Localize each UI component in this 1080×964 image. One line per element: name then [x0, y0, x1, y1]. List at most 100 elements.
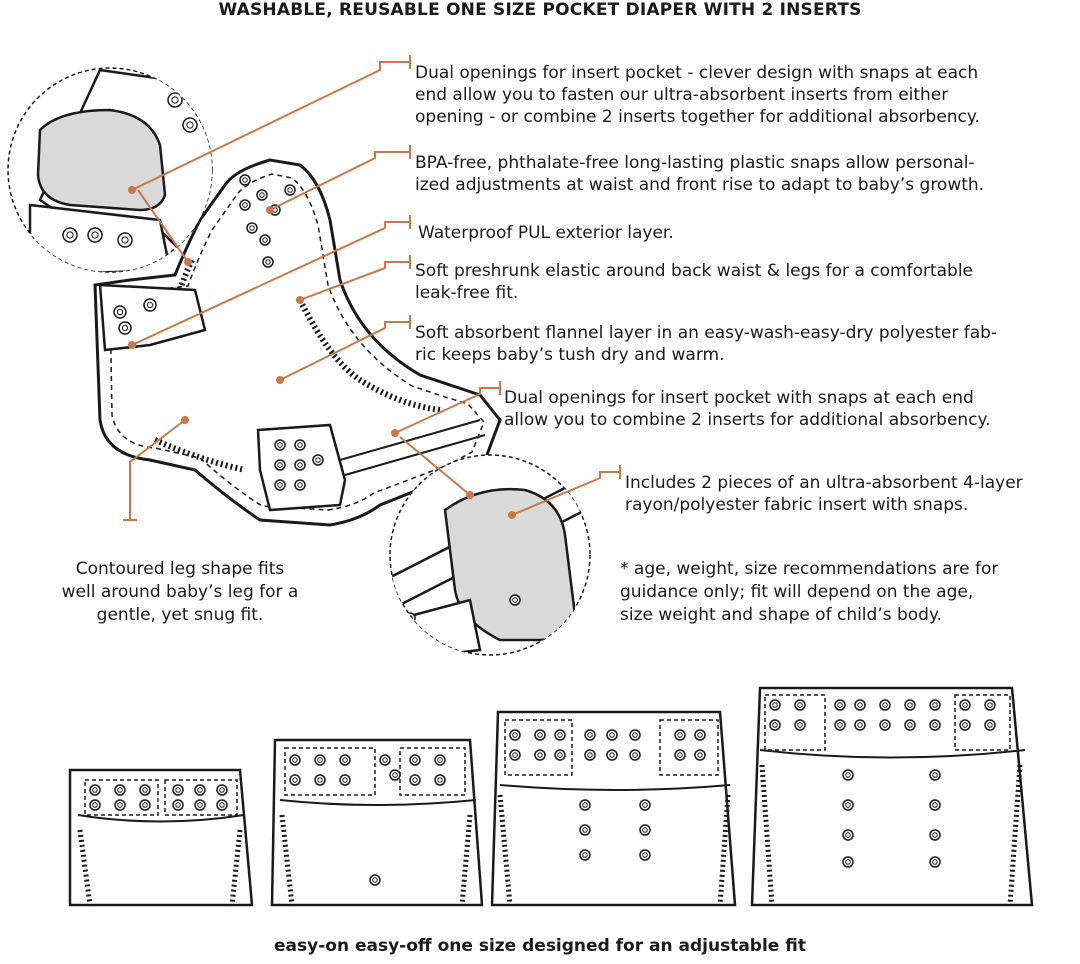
snap-button — [239, 199, 251, 211]
snap-button — [509, 594, 521, 606]
snap-button — [959, 699, 971, 711]
snap-button-center — [317, 777, 323, 783]
snap-button-center — [297, 442, 303, 448]
snap-button — [639, 824, 651, 836]
snap-button-center — [632, 752, 638, 758]
snap-button — [929, 699, 941, 711]
snap-button — [854, 719, 866, 731]
snap-button — [289, 754, 301, 766]
snap-button-center — [392, 772, 398, 778]
snap-button — [379, 754, 391, 766]
snap-button-center — [642, 852, 648, 858]
snap-button — [584, 729, 596, 741]
snap-button-center — [372, 877, 378, 883]
snap-button — [842, 799, 854, 811]
snap-button-center — [632, 732, 638, 738]
snap-button — [239, 174, 251, 186]
snap-button-center — [91, 231, 99, 239]
snap-button — [246, 222, 258, 234]
snap-button — [114, 799, 126, 811]
snap-button-center — [277, 442, 283, 448]
snap-button — [89, 784, 101, 796]
snap-button — [842, 769, 854, 781]
snap-button-center — [697, 752, 703, 758]
size-diaper-3 — [490, 710, 737, 907]
snap-button — [879, 719, 891, 731]
snap-button — [339, 774, 351, 786]
snap-button-center — [837, 722, 843, 728]
callout-snaps: BPA-free, phthalate-free long-lasting pl… — [415, 153, 985, 195]
snap-button-center — [772, 722, 778, 728]
snap-button — [842, 856, 854, 868]
snap-button — [694, 729, 706, 741]
snap-button-center — [907, 702, 913, 708]
snap-button-center — [512, 732, 518, 738]
size-diaper-snaps — [89, 699, 996, 886]
diagram-title: WASHABLE, REUSABLE ONE SIZE POCKET DIAPE… — [218, 0, 862, 20]
snap-button-center — [242, 177, 248, 183]
snap-button-center — [142, 787, 148, 793]
snap-button-center — [987, 722, 993, 728]
snap-button — [584, 749, 596, 761]
snap-button-center — [92, 787, 98, 793]
snap-button — [294, 439, 306, 451]
snap-button — [256, 189, 268, 201]
leader-line-elastic — [299, 261, 410, 301]
snap-button-center — [437, 777, 443, 783]
snap-button — [769, 699, 781, 711]
snap-button — [579, 824, 591, 836]
snap-button — [509, 749, 521, 761]
snap-button — [854, 699, 866, 711]
snap-button-center — [142, 802, 148, 808]
snap-button — [769, 719, 781, 731]
snap-button — [62, 227, 78, 243]
snap-button-center — [642, 827, 648, 833]
snap-button-center — [857, 702, 863, 708]
snap-button — [674, 749, 686, 761]
snap-button — [289, 774, 301, 786]
snap-button-center — [287, 187, 293, 193]
snap-button-center — [932, 832, 938, 838]
snap-button-center — [857, 722, 863, 728]
snap-button — [312, 454, 324, 466]
snap-button-center — [677, 732, 683, 738]
snap-button — [794, 699, 806, 711]
snap-button-center — [117, 787, 123, 793]
snap-button-center — [582, 852, 588, 858]
snap-button-center — [259, 192, 265, 198]
snap-button — [194, 784, 206, 796]
snap-button — [369, 874, 381, 886]
snap-button — [579, 799, 591, 811]
snap-button-center — [537, 752, 543, 758]
snap-button — [434, 774, 446, 786]
snap-button — [929, 856, 941, 868]
snap-button — [314, 754, 326, 766]
snap-button — [274, 479, 286, 491]
snap-button-center — [317, 757, 323, 763]
snap-button — [984, 719, 996, 731]
leader-line-pocket-bottom — [394, 387, 500, 434]
snap-button-center — [171, 96, 179, 104]
leader-endcaps — [123, 55, 621, 521]
snap-button — [904, 719, 916, 731]
snap-button-center — [186, 121, 194, 129]
snap-button — [194, 799, 206, 811]
snap-button — [89, 799, 101, 811]
leader-line-pul — [131, 221, 410, 346]
snap-button — [274, 459, 286, 471]
snap-button-center — [587, 732, 593, 738]
snap-button — [606, 749, 618, 761]
snap-button-center — [557, 732, 563, 738]
snap-button — [579, 849, 591, 861]
snap-button-center — [582, 802, 588, 808]
leader-line-to-detail-top — [137, 189, 189, 263]
snap-button — [674, 729, 686, 741]
insert-in-bottom-pocket — [443, 487, 577, 642]
snap-button-center — [845, 772, 851, 778]
leader-line-leg — [129, 419, 186, 520]
snap-button-center — [66, 231, 74, 239]
snap-button — [959, 719, 971, 731]
snap-button-center — [121, 324, 129, 332]
snap-button — [172, 799, 184, 811]
snap-button-center — [932, 802, 938, 808]
